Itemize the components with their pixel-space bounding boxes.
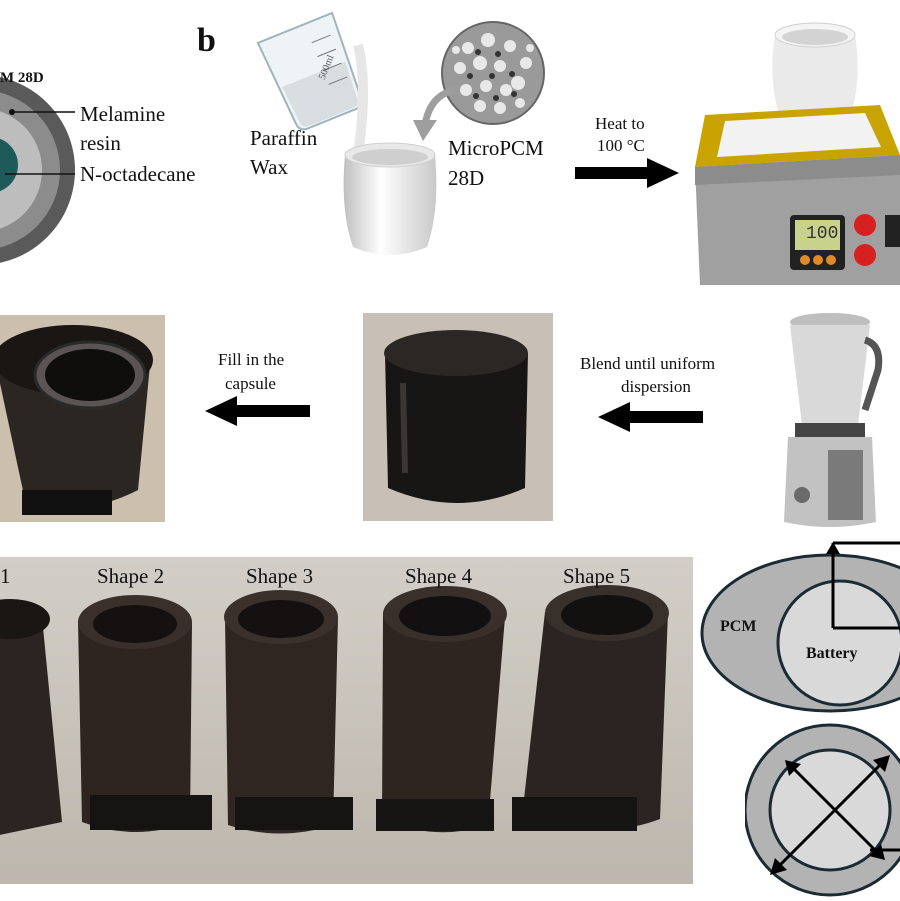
pcm-label: PCM [720,618,757,635]
shape-label-1: 1 [0,564,11,588]
battery-label: Battery [806,645,858,662]
micropcm-label-line2: 28D [448,166,485,190]
cross-section-circle-diagram [745,723,900,897]
mpcm-title-partial: M 28D [0,70,44,86]
left-arrow-icon-2 [598,402,703,432]
left-arrow-icon [205,396,310,426]
wax-label-line1: Paraffin [250,126,318,150]
shape-label-2: Shape 2 [97,564,165,588]
blend-label-line2: dispersion [621,377,691,396]
panel-letter-b: b [197,22,216,59]
fill-label-line2: capsule [225,374,276,393]
shape-label-3: Shape 3 [246,564,314,588]
heat-label-line2: 100 °C [597,136,645,155]
fill-label-line1: Fill in the [218,350,285,369]
cup-icon [343,142,437,255]
core-label: N-octadecane [80,162,196,186]
hotplate-icon [695,22,900,285]
beaker-icon [256,11,368,155]
shape-label-5: Shape 5 [563,564,631,588]
shell-label-line2: resin [80,131,121,155]
blender-icon [784,313,883,527]
micropcm-label-line1: MicroPCM [448,136,544,160]
shell-label-line1: Melamine [80,102,166,126]
micropcm-powder-icon [441,21,545,125]
heat-label-line1: Heat to [595,114,645,133]
cross-section-ellipse-diagram [700,541,900,713]
shapes-photo [0,557,693,884]
microcapsule-diagram [0,77,75,263]
hotplate-display-value: 100 [806,224,839,244]
right-arrow-icon [575,158,679,188]
blend-label-line1: Blend until uniform [580,354,716,373]
wax-label-line2: Wax [250,155,288,179]
curved-arrow-icon [413,86,456,141]
blended-block-photo [363,313,553,521]
filled-capsule-photo [0,315,165,522]
shape-label-4: Shape 4 [405,564,473,588]
